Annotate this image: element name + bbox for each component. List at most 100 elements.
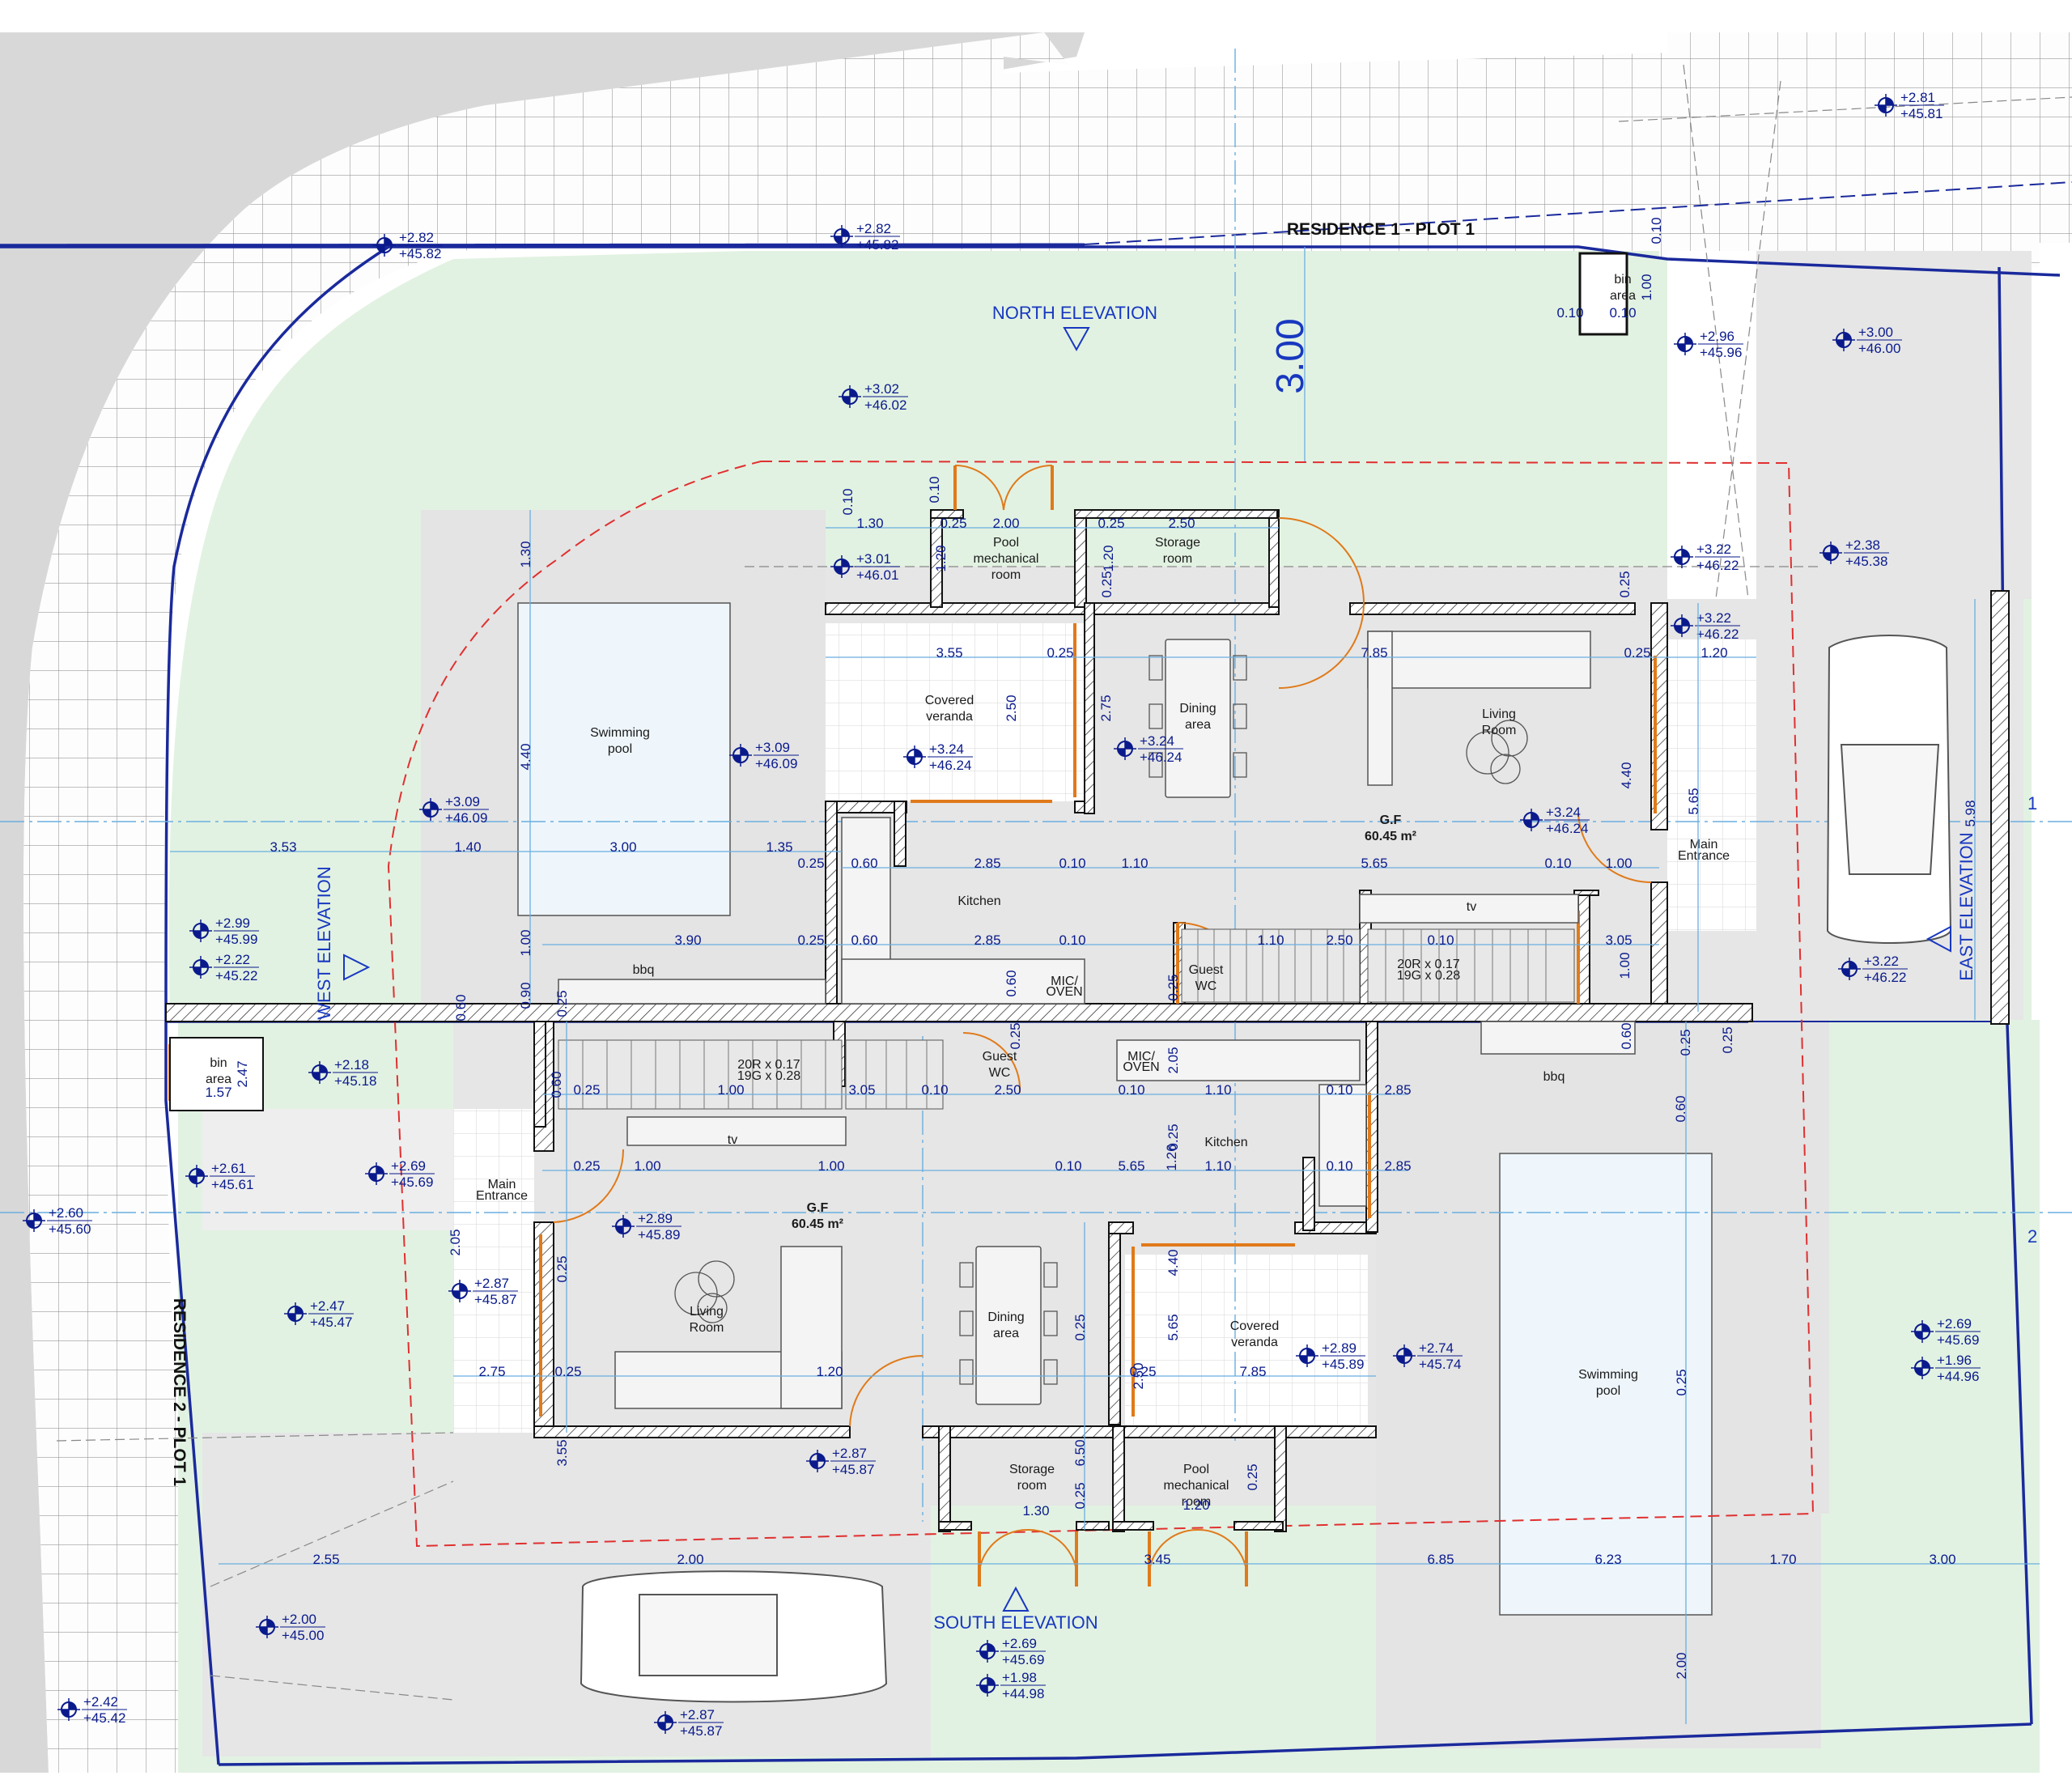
level-marker: +2.96+45.96 [1674,329,1743,360]
dimension-label: 6.23 [1594,1552,1621,1567]
car-upper [1826,635,1952,944]
grid-markers: 1 2 [2027,793,2037,1247]
level-datum: +46.24 [929,758,971,773]
level-value: +2.87 [474,1276,509,1291]
room-label: room [1017,1479,1047,1493]
dimension-label: 1.40 [454,839,481,855]
room-label: Guest [983,1050,1017,1064]
level-value: +3.09 [445,794,480,809]
dimension-label: 0.25 [1008,1022,1023,1049]
dimension-label: 0.25 [1072,1314,1088,1340]
dimension-label: 3.05 [1605,932,1632,948]
level-datum: +45.22 [215,968,257,983]
level-value: +2.00 [282,1612,316,1627]
dimension-label: 0.60 [1673,1095,1688,1122]
lower-unit-walls [533,1021,1378,1532]
level-marker: +2.99+45.99 [189,915,259,947]
room-label: bbq [1543,1070,1565,1084]
level-datum: +45.99 [215,932,257,947]
dimension-label: 0.10 [840,488,856,515]
room-label: room [991,568,1021,582]
level-datum: +45.00 [282,1628,324,1643]
dimension-label: 0.25 [1166,974,1181,1000]
level-marker: +3.09+46.09 [729,740,799,771]
dimension-label: 0.25 [1099,571,1115,597]
stair-label: 19G x 0.28 [737,1069,800,1083]
room-label: Covered [925,694,974,707]
kitchen-counter-lower [1116,1039,1361,1081]
level-marker: +2.81+45.81 [1875,90,1944,121]
level-marker: +2.00+45.00 [256,1612,325,1643]
room-label: Storage [1155,536,1200,550]
level-value: +2.18 [334,1057,369,1073]
level-marker: +2.89+45.89 [612,1211,681,1242]
dimension-label: 2.00 [1674,1652,1689,1679]
dimension-label: 6.50 [1072,1439,1088,1466]
construction-lines [56,64,2072,1701]
dimension-label: 2.50 [1131,1362,1146,1389]
dimension-label: 0.25 [554,990,570,1017]
level-marker: +2.74+45.74 [1393,1340,1463,1372]
dimension-label: 4.40 [518,743,533,770]
dimension-label: 0.25 [797,932,824,948]
level-value: +2.69 [1002,1636,1037,1651]
tv-unit-lower [626,1116,847,1146]
dimension-label: 0.25 [940,516,966,531]
level-marker: +3.22+46.22 [1671,542,1740,573]
dimension-label: 0.60 [851,856,877,871]
dimension-label: 1.10 [1204,1158,1231,1174]
stair-label: 19G x 0.28 [1397,969,1460,983]
level-marker: +2.60+45.60 [23,1205,92,1237]
car-lower [580,1570,888,1703]
level-datum: +45.82 [399,246,441,261]
level-datum: +45.87 [832,1462,874,1477]
furniture [558,631,1636,1409]
level-marker: +2.38+45.38 [1819,537,1889,569]
room-label: Pool [1183,1463,1209,1476]
dimension-label: 1.00 [634,1158,660,1174]
level-datum: +46.01 [856,567,898,583]
dimension-label: 2.55 [312,1552,339,1567]
room-label: room [1182,1495,1211,1509]
room-label: mechanical [974,552,1039,566]
room-label: Entrance [1678,849,1730,863]
room-label: Covered [1230,1319,1279,1333]
level-datum: +45.89 [638,1227,680,1242]
dimension-label: 1.00 [1605,856,1632,871]
room-label: pool [608,742,632,756]
dimension-label: 1.00 [717,1082,744,1098]
area-value: 60.45 m² [1365,830,1416,843]
level-value: +2.89 [1322,1340,1357,1356]
level-value: +1.96 [1937,1353,1972,1368]
level-datum: +46.00 [1858,341,1900,356]
level-datum: +46.24 [1546,821,1588,836]
swimming-pool-lower [1499,1153,1713,1616]
dimension-label: 2.85 [1384,1158,1411,1174]
dimension-label: 0.25 [1047,645,1073,661]
dimension-label: 0.25 [797,856,824,871]
dimension-label: 2.50 [994,1082,1021,1098]
level-datum: +46.22 [1864,970,1906,985]
level-datum: +45.87 [474,1292,516,1307]
dining-table-upper [1165,639,1231,798]
level-value: +3.00 [1858,325,1893,340]
tv-unit-upper [1359,894,1579,924]
dimension-label: 2.50 [1004,694,1019,721]
room-label: MIC/ [1127,1050,1155,1064]
level-marker: +2.69+45.69 [365,1158,435,1190]
level-datum: +46.24 [1140,750,1182,765]
room-label: area [993,1327,1019,1340]
room-label: WC [989,1066,1011,1080]
dimension-label: 3.00 [1929,1552,1955,1567]
level-marker: +1.96+44.96 [1911,1353,1981,1384]
level-marker: +3.24+46.24 [903,741,973,773]
room-label: area [206,1073,231,1086]
dimension-label: 2.85 [974,932,1000,948]
south-elevation-marker [1002,1586,1030,1612]
dimension-label: 2.50 [1168,516,1195,531]
dimension-label: 1.10 [1204,1082,1231,1098]
dimension-label: 0.25 [1624,645,1650,661]
level-datum: +45.60 [49,1221,91,1237]
dimension-label: 1.35 [766,839,792,855]
